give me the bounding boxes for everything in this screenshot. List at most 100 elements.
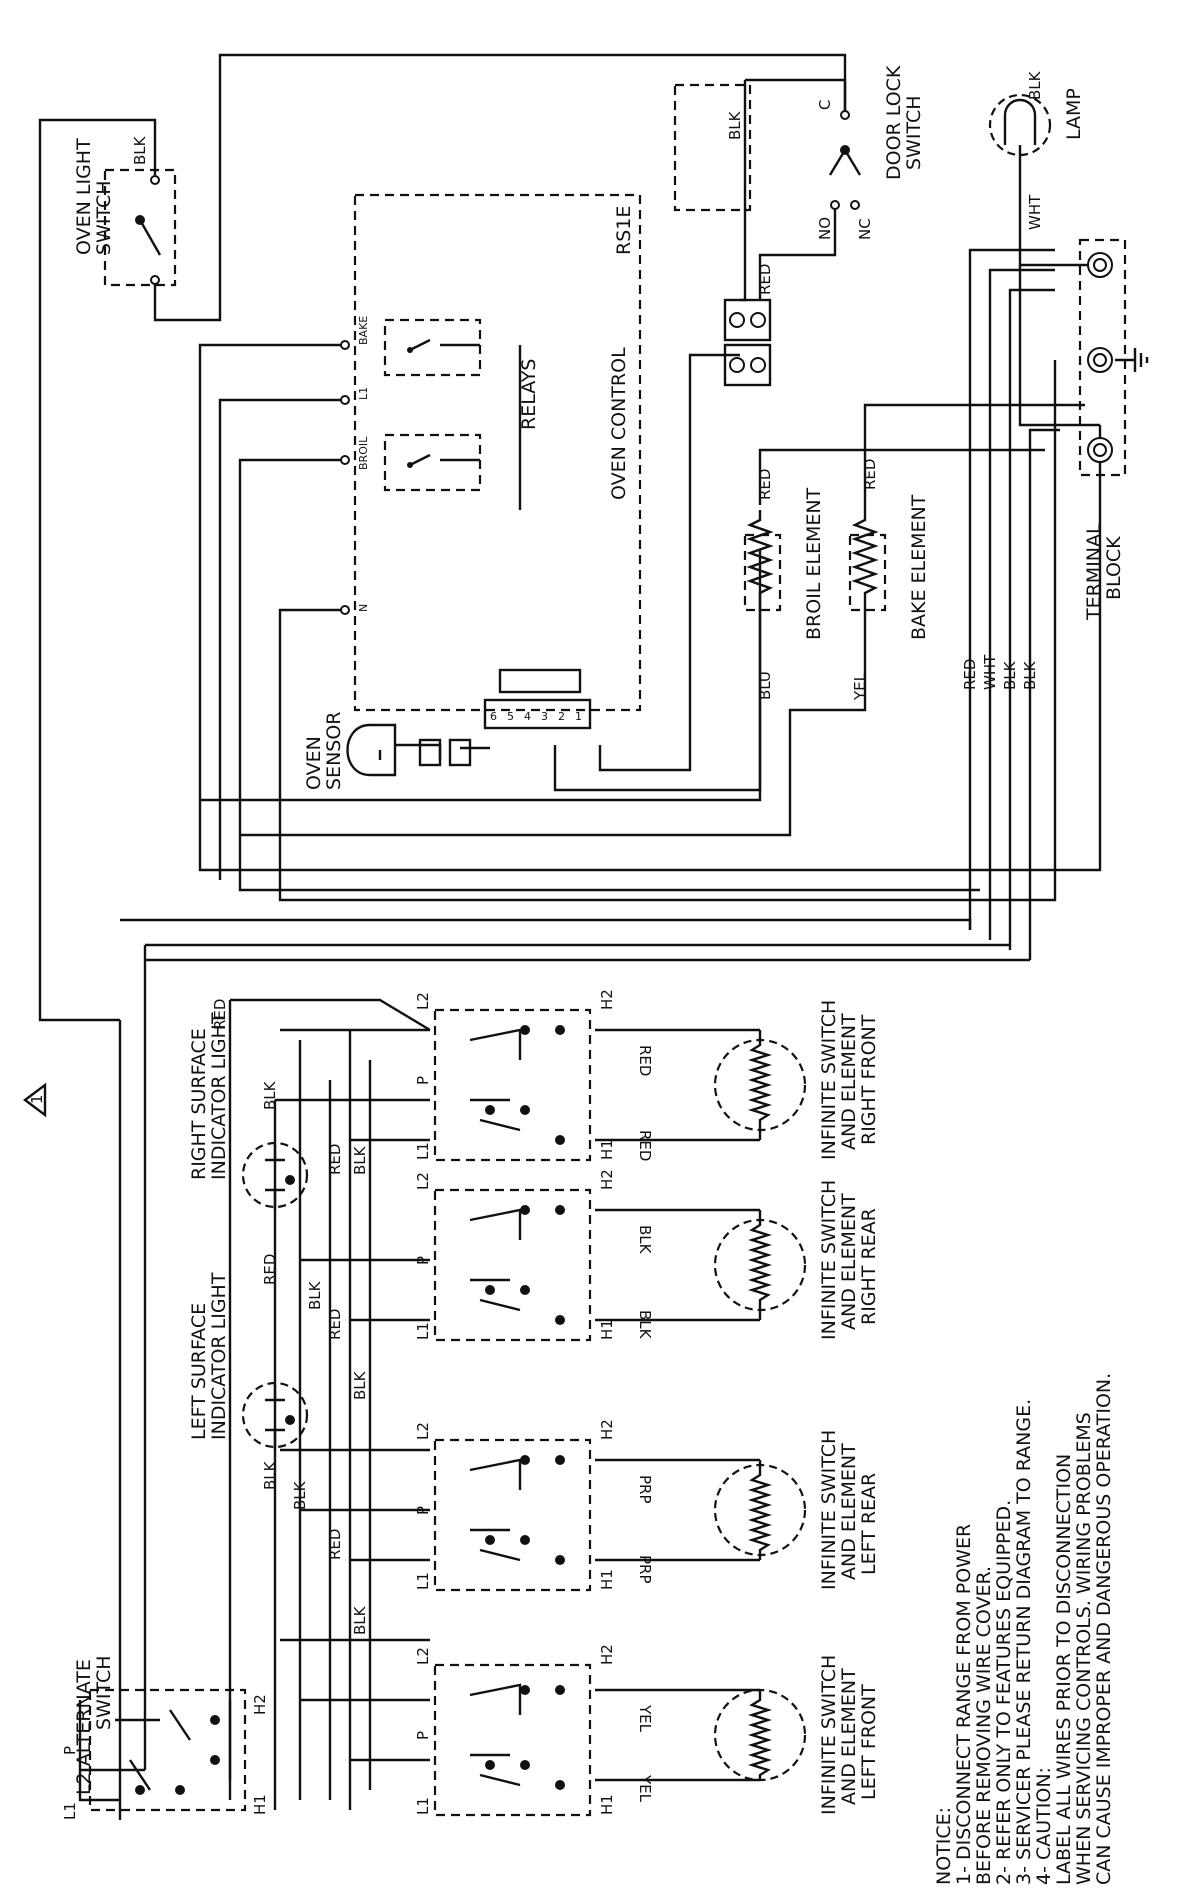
terminal-block	[1087, 252, 1149, 463]
switch-box-rf	[433, 1008, 592, 1162]
rs1e-label: RS1E	[613, 206, 635, 255]
infinite-rr-1: INFINITE SWITCH	[818, 1180, 840, 1340]
sensor-connector	[346, 668, 592, 777]
infinite-lf-3: LEFT FRONT	[858, 1684, 880, 1800]
alternate-switch-label-1: L2 ALTERNATE	[73, 1659, 95, 1795]
l1-terminal: L1	[357, 387, 370, 400]
notice-line-6: 4- CAUTION:	[1033, 1767, 1055, 1885]
door-lock-switch-label-2: SWITCH	[903, 96, 925, 171]
infinite-rf-1: INFINITE SWITCH	[818, 1000, 840, 1160]
sensor-pin-2: 2	[558, 710, 565, 723]
revision-number: 1	[28, 1094, 46, 1104]
lf-l2: L2	[414, 1647, 432, 1665]
bus-blk-6: BLK	[291, 1480, 309, 1510]
bus-blk-7: BLK	[351, 1605, 369, 1635]
bus-red-2: RED	[326, 1144, 344, 1175]
infinite-rf-2: AND ELEMENT	[838, 1013, 860, 1150]
bake-terminal: BAKE	[357, 316, 370, 345]
relays-label: RELAYS	[518, 359, 540, 430]
lf-h2: H2	[598, 1644, 616, 1665]
oven-light-blk: BLK	[131, 135, 149, 165]
bus-red-3: RED	[261, 1254, 279, 1285]
notice-line-9: CAN CAUSE IMPROPER AND DANGEROUS OPERATI…	[1093, 1373, 1115, 1885]
contacts	[135, 110, 862, 615]
infinite-rr-2: AND ELEMENT	[838, 1193, 860, 1330]
bake-relay-box	[383, 318, 482, 377]
bake-element-label: BAKE ELEMENT	[908, 494, 930, 640]
left-indicator-label-1: LEFT SURFACE	[188, 1303, 210, 1440]
tb-wht: WHT	[981, 654, 999, 690]
notice-line-4: 2- REFER ONLY TO FEATURES EQUIPPED.	[993, 1500, 1015, 1885]
lr-h1: H1	[598, 1569, 616, 1590]
door-lock-connector	[723, 298, 772, 387]
heating-elements	[746, 500, 879, 640]
switch-box-lf	[433, 1663, 592, 1817]
sensor-pin-6: 6	[490, 710, 497, 723]
bake-yel: YEL	[851, 672, 869, 701]
right-indicator-label-2: INDICATOR LIGHT	[208, 1012, 230, 1180]
oven-sensor-label-2: SENSOR	[323, 712, 345, 791]
left-indicator-label-2: INDICATOR LIGHT	[208, 1272, 230, 1440]
lf-p: P	[414, 1731, 432, 1740]
lr-prp-1: PRP	[636, 1475, 654, 1504]
rf-l2: L2	[414, 992, 432, 1010]
switch-box-rr	[433, 1188, 592, 1342]
dashed-boxes	[88, 83, 1127, 1817]
terminal-block-label-1: TERMINAL	[1083, 523, 1105, 621]
lr-l2: L2	[414, 1422, 432, 1440]
broil-red: RED	[756, 469, 774, 500]
lf-l1: L1	[414, 1797, 432, 1815]
infinite-lr-1: INFINITE SWITCH	[818, 1430, 840, 1590]
broil-relay-box	[383, 433, 482, 492]
broil-blu: BLU	[756, 671, 774, 700]
lamp-wht: WHT	[1026, 194, 1044, 230]
infinite-lf-2: AND ELEMENT	[838, 1668, 860, 1805]
rf-h1: H1	[598, 1139, 616, 1160]
sensor-pin-1: 1	[575, 710, 582, 723]
oven-control-label: OVEN CONTROL	[608, 347, 630, 500]
bake-red: RED	[861, 459, 879, 490]
lr-p: P	[414, 1506, 432, 1515]
sensor-pin-5: 5	[507, 710, 514, 723]
door-lock-nc: NC	[856, 218, 874, 240]
infinite-lr-3: LEFT REAR	[858, 1473, 880, 1575]
infinite-switch-contacts	[115, 1025, 565, 1795]
rf-p: P	[414, 1076, 432, 1085]
rf-h2: H2	[598, 989, 616, 1010]
door-lock-switch-box	[673, 83, 752, 212]
rr-p: P	[414, 1256, 432, 1265]
bus-red-5: RED	[326, 1529, 344, 1560]
door-lock-switch-label-1: DOOR LOCK	[883, 65, 905, 180]
alt-h2: H2	[251, 1694, 269, 1715]
infinite-lf-1: INFINITE SWITCH	[818, 1655, 840, 1815]
bus-blk-3: BLK	[306, 1280, 324, 1310]
alt-p: P	[61, 1746, 79, 1755]
lamp-blk: BLK	[1026, 70, 1044, 100]
rr-blk-2: BLK	[636, 1310, 654, 1340]
rr-l1: L1	[414, 1322, 432, 1340]
oven-sensor-label-1: OVEN	[303, 736, 325, 790]
infinite-lr-2: AND ELEMENT	[838, 1443, 860, 1580]
rr-h2: H2	[598, 1169, 616, 1190]
rf-red-2: RED	[636, 1130, 654, 1161]
bus-blk-5: BLK	[261, 1460, 279, 1490]
lamp-icon	[988, 93, 1052, 157]
rf-red-1: RED	[636, 1045, 654, 1076]
terminal-block-label-2: BLOCK	[1103, 536, 1125, 600]
notice-line-2: 1- DISCONNECT RANGE FROM POWER	[953, 1524, 975, 1885]
revision-marker: 1	[23, 1082, 47, 1118]
infinite-rr-3: RIGHT REAR	[858, 1208, 880, 1325]
door-lock-c: C	[816, 100, 834, 110]
lf-yel-1: YEL	[636, 1704, 654, 1733]
sensor-pin-3: 3	[541, 710, 548, 723]
tb-blk-1: BLK	[1001, 660, 1019, 690]
lf-yel-2: YEL	[636, 1774, 654, 1803]
rf-l1: L1	[414, 1142, 432, 1160]
oven-light-switch-box	[103, 168, 177, 287]
notice-line-7: LABEL ALL WIRES PRIOR TO DISCONNECTION	[1053, 1454, 1075, 1885]
door-lock-blk: BLK	[726, 110, 744, 140]
rr-blk-1: BLK	[636, 1225, 654, 1255]
alternate-switch-box	[88, 1688, 247, 1812]
alt-h1: H1	[251, 1794, 269, 1815]
text-labels: OVEN LIGHT SWITCH BLK DOOR LOCK SWITCH B…	[61, 65, 1125, 1820]
